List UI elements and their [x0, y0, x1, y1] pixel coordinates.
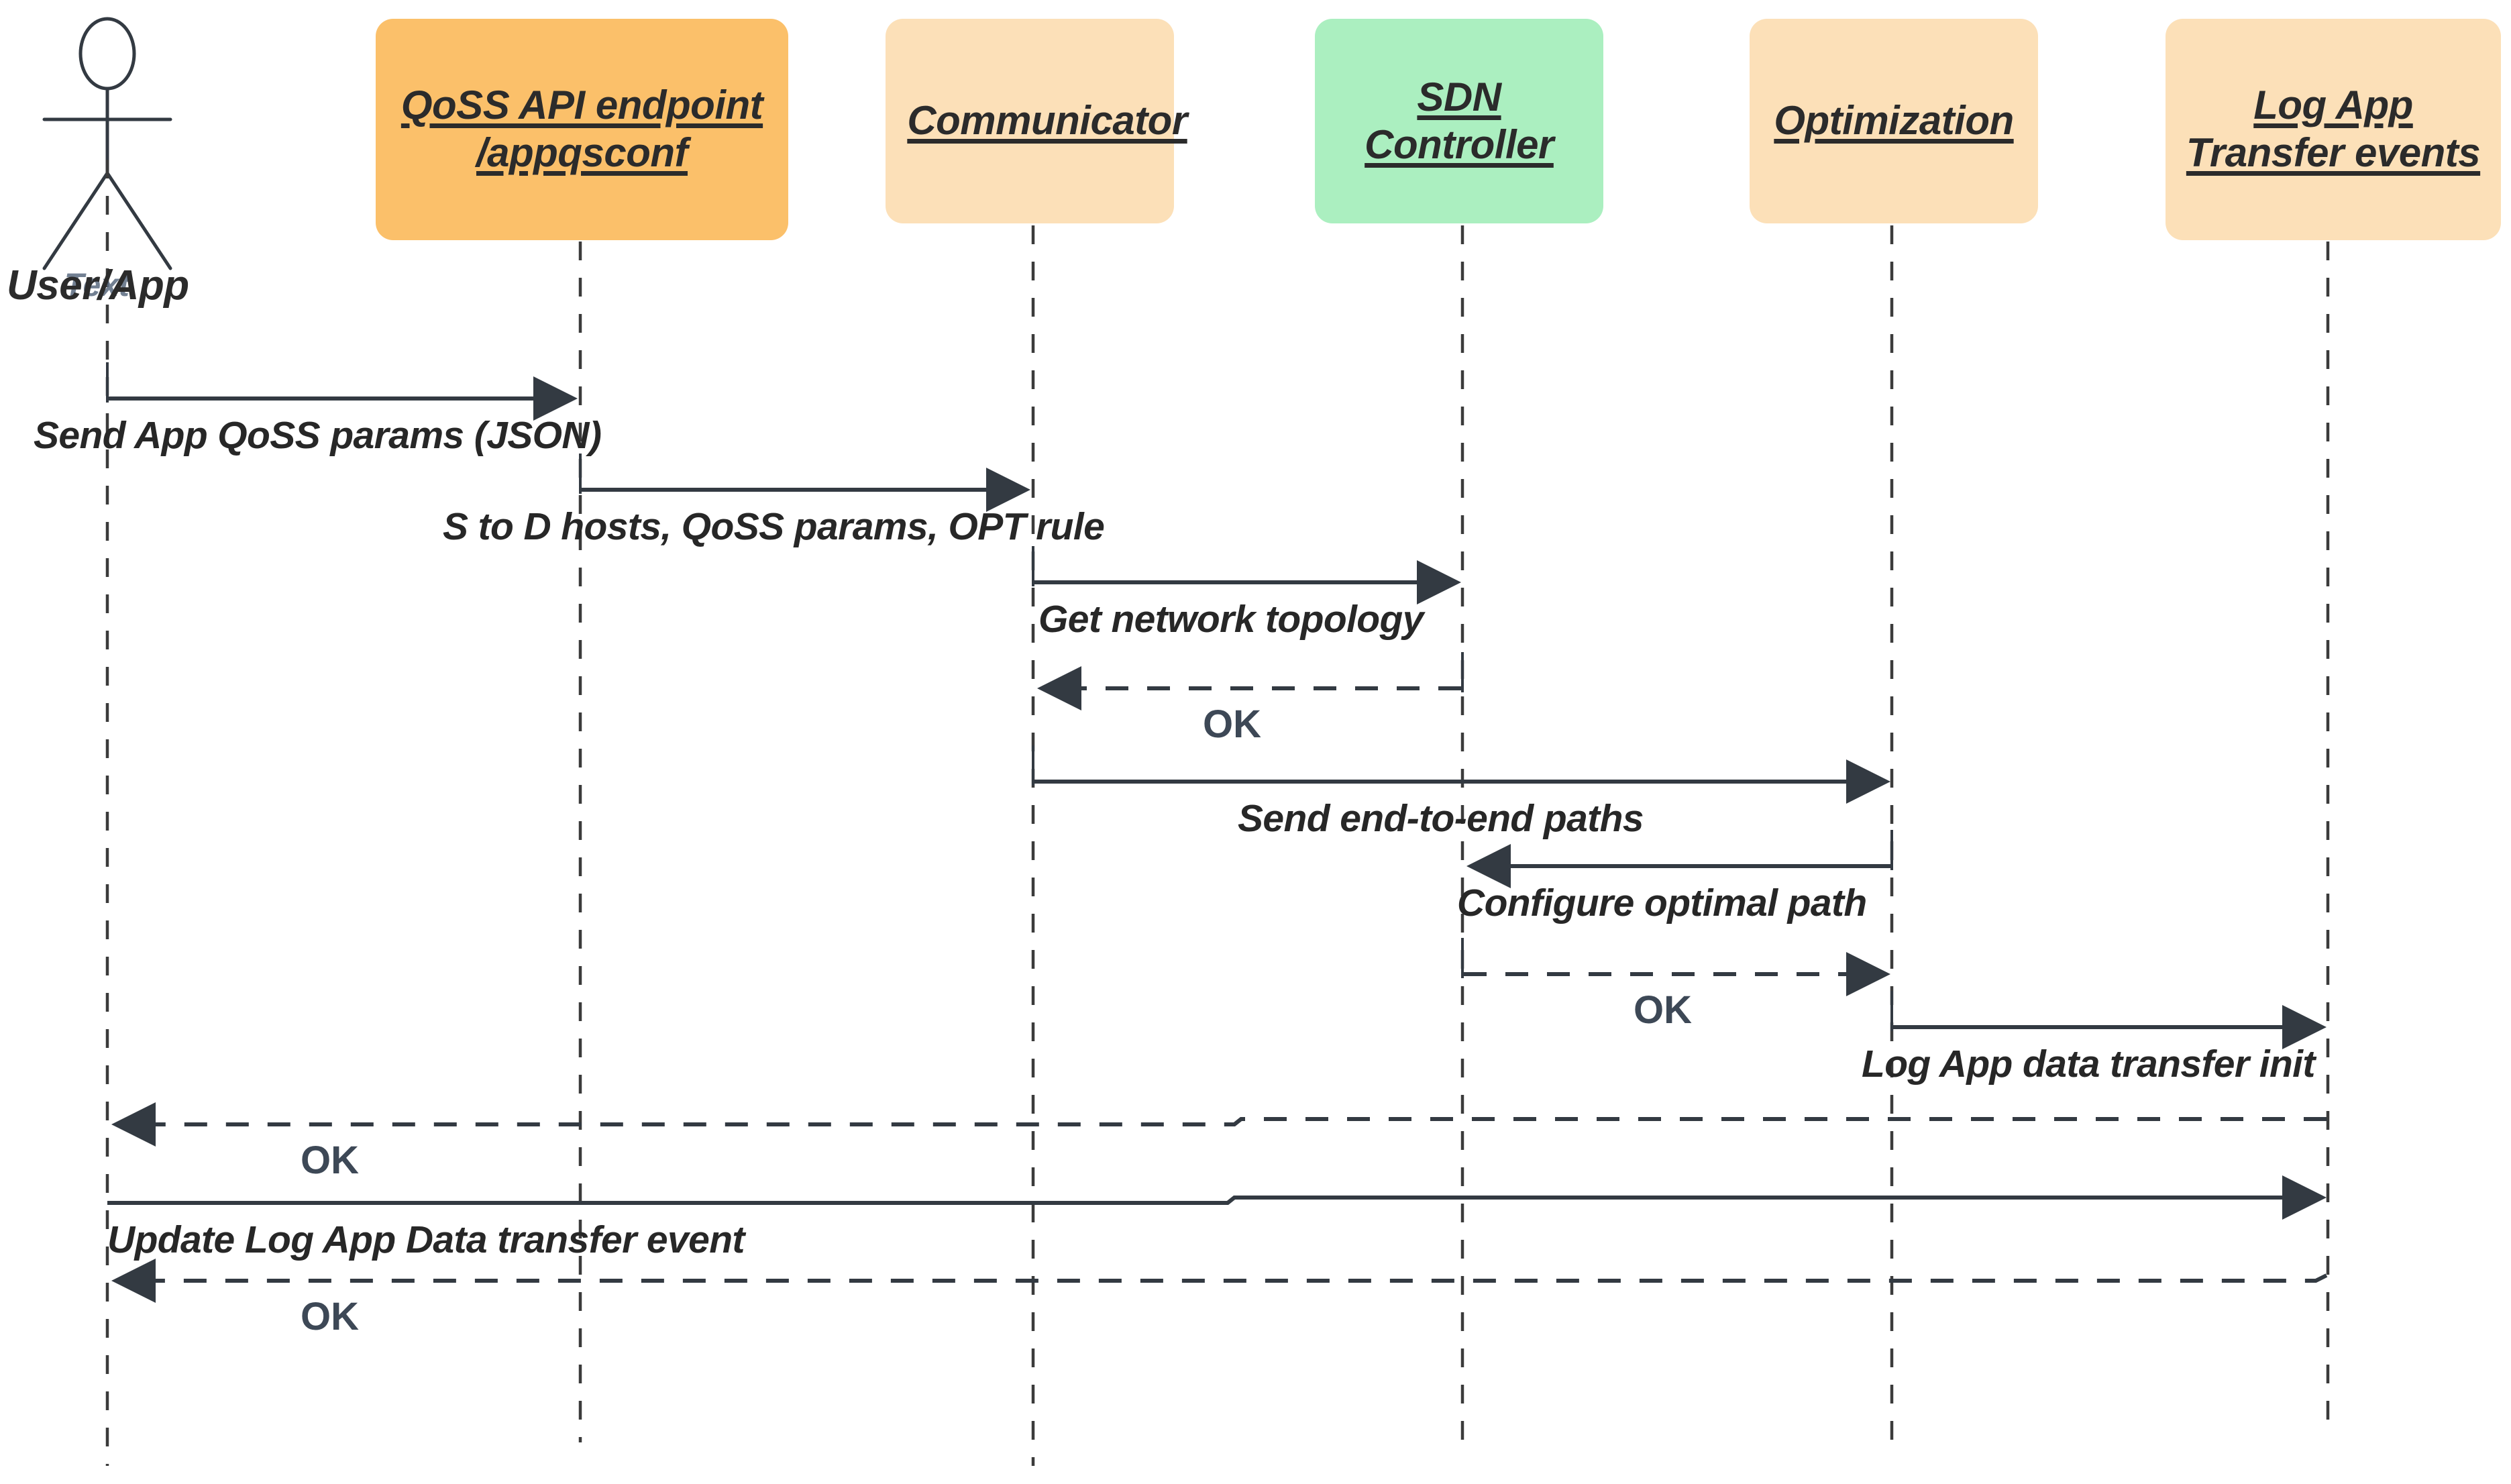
- message-arrow-5: [1032, 745, 1890, 804]
- participant-box-optimization[interactable]: Optimization: [1750, 19, 2038, 223]
- participant-box-communicator[interactable]: Communicator: [886, 19, 1187, 223]
- message-arrow-9: [111, 1102, 2327, 1147]
- message-arrow-4: [1037, 652, 1464, 710]
- message-arrow-11: [111, 1259, 2328, 1303]
- message-arrows-group: [106, 362, 2328, 1303]
- message-arrow-6: [1466, 830, 1893, 888]
- actor-label-user-app: User/App: [7, 262, 189, 309]
- message-label-10: Update Log App Data transfer event: [107, 1218, 745, 1261]
- participant-label-optimization: Optimization: [1774, 98, 2014, 144]
- lifelines-group: [105, 160, 2330, 1466]
- participant-label-sdn-controller: SDN Controller: [1365, 74, 1554, 167]
- message-arrow-3: [1032, 546, 1461, 604]
- message-arrow-8: [1890, 991, 2327, 1049]
- message-arrow-2: [579, 454, 1030, 512]
- message-arrow-7: [1461, 938, 1890, 996]
- message-label-1: Send App QoSS params (JSON): [34, 414, 602, 457]
- message-arrow-1: [106, 362, 578, 421]
- message-label-5: Send end-to-end paths: [1238, 797, 1644, 840]
- participant-label-communicator: Communicator: [907, 98, 1187, 144]
- participant-box-sdn-controller[interactable]: SDN Controller: [1315, 19, 1603, 223]
- participant-label-log-app-transfer-events: Log App Transfer events: [2186, 83, 2481, 175]
- message-label-6: Configure optimal path: [1457, 882, 1867, 924]
- participant-box-qoss-api-endpoint[interactable]: QoSS API endpoint /appqsconf: [376, 19, 788, 240]
- message-label-9-ok: OK: [301, 1138, 359, 1182]
- actor-ghost-text-label: Text: [64, 268, 129, 303]
- message-label-11-ok: OK: [301, 1295, 359, 1338]
- message-label-2: S to D hosts, QoSS params, OPT rule: [443, 505, 1105, 548]
- message-label-8: Log App data transfer init: [1862, 1043, 2315, 1085]
- participant-label-qoss-api-endpoint: QoSS API endpoint /appqsconf: [400, 83, 763, 175]
- message-label-7-ok: OK: [1634, 988, 1692, 1032]
- participant-box-log-app-transfer-events[interactable]: Log App Transfer events: [2166, 19, 2501, 240]
- message-label-4-ok: OK: [1203, 702, 1261, 746]
- actor-user-app-figure: [42, 17, 172, 270]
- message-label-3: Get network topology: [1038, 598, 1424, 641]
- message-arrow-10: [107, 1175, 2327, 1220]
